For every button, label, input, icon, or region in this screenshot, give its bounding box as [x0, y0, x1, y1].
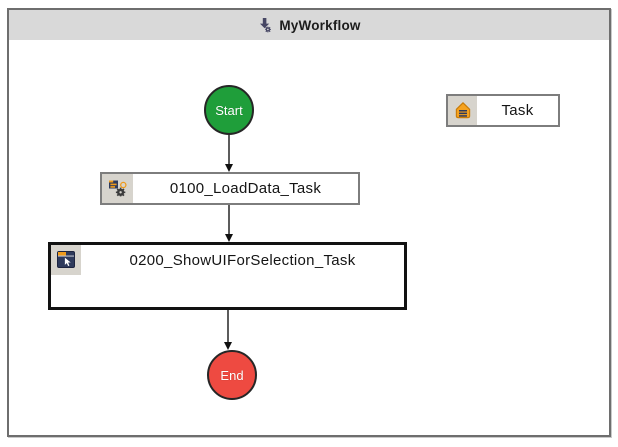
arrowhead-icon [223, 342, 232, 350]
automation-gear-icon [108, 179, 128, 199]
workflow-window: MyWorkflow [7, 8, 611, 437]
workflow-icon [257, 17, 272, 33]
task-icon [453, 101, 473, 121]
connector-task2-to-end [223, 310, 232, 350]
ui-window-cursor-icon [56, 250, 76, 270]
task-node-0100[interactable]: 0100_LoadData_Task [100, 172, 360, 205]
task-icon-cell [102, 174, 133, 203]
palette-item-label: Task [501, 102, 534, 119]
connector-line [227, 205, 230, 234]
connector-line [227, 135, 230, 164]
task-node-label: 0100_LoadData_Task [169, 180, 322, 197]
task-node-0200[interactable]: 0200_ShowUIForSelection_Task [48, 242, 407, 310]
window-title: MyWorkflow [279, 17, 361, 33]
window-titlebar: MyWorkflow [9, 10, 609, 40]
palette-item-task[interactable]: Task [446, 94, 560, 127]
end-node-label: End [220, 367, 244, 383]
connector-start-to-task1 [224, 135, 233, 172]
arrowhead-icon [224, 234, 233, 242]
task-node-label: 0200_ShowUIForSelection_Task [129, 251, 356, 269]
connector-line [226, 310, 229, 342]
task-icon-cell [51, 245, 81, 275]
start-node[interactable]: Start [204, 85, 254, 135]
start-node-label: Start [215, 102, 243, 118]
task-icon-cell [448, 96, 477, 125]
arrowhead-icon [224, 164, 233, 172]
end-node[interactable]: End [207, 350, 257, 400]
connector-task1-to-task2 [224, 205, 233, 242]
